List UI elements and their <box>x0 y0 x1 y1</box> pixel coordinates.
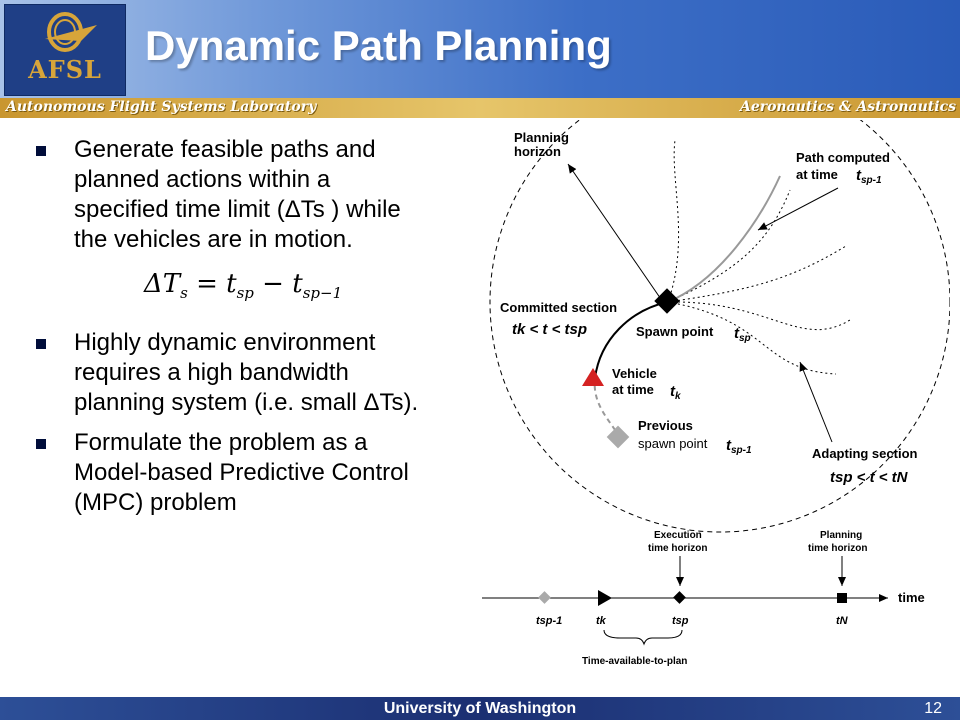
svg-text:at time: at time <box>796 167 838 182</box>
vehicle-label: Vehicle <box>612 366 657 381</box>
planning-horizon-tick-label: Planning <box>820 530 862 541</box>
bullet-text: Formulate the problem as a Model-based P… <box>74 429 409 517</box>
bullet-text: Generate feasible paths and planned acti… <box>74 136 401 253</box>
computed-path <box>667 175 781 303</box>
page-number: 12 <box>924 700 942 717</box>
tick-label: tsp-1 <box>536 615 562 627</box>
bullet-marker-icon <box>36 339 46 350</box>
bullet-text: Highly dynamic environment requires a hi… <box>74 329 419 417</box>
svg-text:tsp-1: tsp-1 <box>726 437 752 456</box>
bullet-marker-icon <box>36 146 46 156</box>
logo-text: AFSL <box>28 55 102 84</box>
department-name: Aeronautics & Astronautics <box>739 99 956 115</box>
lab-name: Autonomous Flight Systems Laboratory <box>6 99 317 115</box>
vehicle-marker <box>582 368 604 386</box>
execution-horizon-label: Execution <box>654 530 702 541</box>
adapting-range-label: tsp < t < tN <box>830 469 909 486</box>
spawn-point-label: Spawn point <box>636 324 714 339</box>
committed-section-label: Committed section <box>500 300 617 315</box>
previous-spawn-marker <box>606 425 630 449</box>
svg-text:tsp: tsp <box>734 325 751 344</box>
time-axis-label: time <box>898 590 925 605</box>
svg-text:at time: at time <box>612 382 654 397</box>
bullet-item: Highly dynamic environment requires a hi… <box>36 328 426 418</box>
previous-spawn-label: Previous <box>638 418 693 433</box>
committed-range-label: tk < t < tsp <box>512 321 587 338</box>
horizon-radius-arrow <box>567 163 666 306</box>
timeline: time tsp-1 tk tsp tN Execution time hori… <box>482 530 925 667</box>
svg-text:spawn point: spawn point <box>638 436 708 451</box>
candidate-path <box>667 245 847 303</box>
planning-horizon-circle <box>489 120 950 533</box>
adapting-section-label: Adapting section <box>812 446 918 461</box>
adapting-section-arrow <box>799 361 833 443</box>
slide-header: AFSL Dynamic Path Planning <box>0 0 960 98</box>
slide-footer: University of Washington 12 <box>0 697 960 720</box>
tick-label: tk <box>596 615 607 627</box>
svg-text:tsp-1: tsp-1 <box>856 167 882 186</box>
university-name: University of Washington <box>383 700 577 717</box>
tick-marker-previous <box>538 591 551 604</box>
tick-marker-spawn <box>673 591 686 604</box>
path-computed-arrow <box>757 187 839 231</box>
lab-band: Autonomous Flight Systems Laboratory Aer… <box>0 98 960 118</box>
path-planning-diagram: Planning horizon Path computed at time t… <box>482 120 950 667</box>
candidate-path <box>667 301 837 375</box>
tick-marker-vehicle <box>598 590 612 606</box>
bullet-item: Generate feasible paths and planned acti… <box>36 135 426 308</box>
tick-marker-horizon <box>837 593 847 603</box>
previous-path <box>593 377 621 439</box>
spawn-point-marker <box>654 288 680 314</box>
svg-text:tk: tk <box>670 383 681 402</box>
time-brace-label: Time-available-to-plan <box>582 656 687 667</box>
bullet-marker-icon <box>36 439 46 450</box>
time-brace <box>603 629 683 646</box>
planning-horizon-label: Planning <box>514 130 569 145</box>
logo-emblem-icon <box>45 12 97 52</box>
time-limit-equation: ΔTs = tsp − tsp−1 <box>144 269 343 303</box>
tick-label: tN <box>836 615 849 627</box>
path-computed-label: Path computed <box>796 150 890 165</box>
committed-path <box>594 301 669 379</box>
tick-label: tsp <box>672 615 689 627</box>
bullet-list: Generate feasible paths and planned acti… <box>36 135 426 518</box>
page-title: Dynamic Path Planning <box>145 22 612 69</box>
svg-text:time horizon: time horizon <box>648 543 707 554</box>
svg-text:time horizon: time horizon <box>808 543 867 554</box>
candidate-path <box>667 139 680 303</box>
svg-text:horizon: horizon <box>514 144 561 159</box>
afsl-logo: AFSL <box>4 4 126 96</box>
bullet-item: Formulate the problem as a Model-based P… <box>36 428 426 518</box>
candidate-path <box>667 189 791 303</box>
